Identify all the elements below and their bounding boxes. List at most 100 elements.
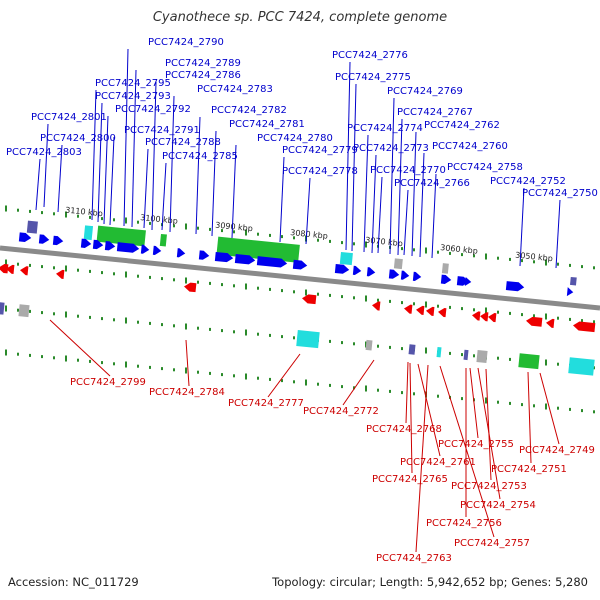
tick-mark bbox=[185, 323, 187, 330]
forward-feature-arrow bbox=[388, 269, 400, 279]
forward-feature-arrow bbox=[214, 251, 234, 263]
forward-label-leader bbox=[43, 123, 49, 208]
tick-mark bbox=[449, 305, 451, 309]
forward-gene-label: PCC7424_2758 bbox=[447, 162, 523, 173]
tick-mark bbox=[581, 409, 583, 413]
forward-feature-arrow bbox=[366, 267, 376, 277]
tick-mark bbox=[413, 248, 415, 252]
tick-mark bbox=[533, 404, 535, 408]
backbone-line bbox=[0, 245, 600, 311]
tick-mark bbox=[365, 385, 367, 392]
tick-mark bbox=[521, 313, 523, 317]
forward-gene-label: PCC7424_2792 bbox=[115, 104, 191, 115]
tick-mark bbox=[293, 236, 295, 240]
forward-feature-arrow bbox=[52, 235, 64, 246]
tick-mark bbox=[509, 357, 511, 361]
tick-mark bbox=[233, 374, 235, 378]
gc-block bbox=[26, 220, 38, 234]
tick-mark bbox=[269, 233, 271, 237]
tick-mark bbox=[497, 400, 499, 404]
tick-mark bbox=[269, 287, 271, 291]
tick-mark bbox=[557, 316, 559, 320]
forward-feature-arrow bbox=[566, 287, 574, 297]
forward-gene-label: PCC7424_2752 bbox=[490, 176, 566, 187]
forward-gene-label: PCC7424_2782 bbox=[211, 105, 287, 116]
gc-block bbox=[96, 225, 146, 247]
tick-mark bbox=[509, 311, 511, 315]
tick-mark bbox=[197, 226, 199, 230]
reverse-label-leader bbox=[539, 372, 560, 445]
gc-block bbox=[365, 339, 373, 351]
tick-mark bbox=[41, 311, 43, 315]
tick-mark bbox=[389, 389, 391, 393]
footer-summary: Topology: circular; Length: 5,942,652 bp… bbox=[272, 575, 588, 589]
tick-mark bbox=[449, 351, 451, 355]
reverse-label-leader bbox=[49, 319, 111, 377]
tick-mark bbox=[305, 289, 307, 296]
forward-label-leader bbox=[211, 130, 217, 237]
tick-mark bbox=[173, 324, 175, 328]
tick-mark bbox=[245, 229, 247, 236]
tick-mark bbox=[221, 373, 223, 377]
tick-mark bbox=[5, 305, 7, 312]
tick-mark bbox=[161, 323, 163, 327]
tick-mark bbox=[149, 275, 151, 279]
tick-mark bbox=[461, 253, 463, 257]
tick-mark bbox=[113, 362, 115, 366]
forward-label-leader bbox=[231, 144, 237, 239]
tick-mark bbox=[149, 221, 151, 225]
forward-feature-arrow bbox=[104, 240, 116, 251]
reverse-gene-label: PCC7424_2751 bbox=[491, 464, 567, 475]
tick-mark bbox=[173, 224, 175, 228]
forward-gene-label: PCC7424_2791 bbox=[124, 125, 200, 136]
tick-mark bbox=[185, 223, 187, 230]
tick-mark bbox=[125, 361, 127, 368]
tick-mark bbox=[437, 250, 439, 254]
tick-mark bbox=[377, 298, 379, 302]
tick-mark bbox=[329, 383, 331, 387]
reverse-label-leader bbox=[267, 353, 301, 398]
tick-mark bbox=[593, 366, 595, 370]
tick-mark bbox=[233, 330, 235, 334]
tick-mark bbox=[221, 229, 223, 233]
forward-gene-label: PCC7424_2793 bbox=[95, 91, 171, 102]
forward-feature-arrow bbox=[176, 248, 186, 258]
tick-mark bbox=[545, 313, 547, 320]
forward-label-leader bbox=[389, 97, 395, 255]
gene-labels: PCC7424_2803PCC7424_2801PCC7424_2800PCC7… bbox=[6, 37, 598, 564]
tick-mark bbox=[161, 367, 163, 371]
forward-label-leader bbox=[397, 118, 403, 256]
tick-mark bbox=[437, 304, 439, 308]
tick-mark bbox=[65, 311, 67, 318]
tick-mark bbox=[77, 268, 79, 272]
reverse-label-leader bbox=[439, 365, 495, 538]
tick-mark bbox=[353, 242, 355, 246]
forward-gene-label: PCC7424_2762 bbox=[424, 120, 500, 131]
reverse-feature-arrow bbox=[426, 306, 435, 316]
forward-gene-label: PCC7424_2800 bbox=[40, 133, 116, 144]
tick-mark bbox=[485, 307, 487, 314]
gc-block bbox=[568, 357, 595, 376]
tick-mark bbox=[89, 359, 91, 363]
tick-mark bbox=[461, 307, 463, 311]
forward-gene-label: PCC7424_2801 bbox=[31, 112, 107, 123]
tick-mark bbox=[293, 336, 295, 340]
tick-mark bbox=[401, 347, 403, 351]
tick-mark bbox=[257, 232, 259, 236]
tick-mark bbox=[113, 272, 115, 276]
forward-gene-label: PCC7424_2773 bbox=[353, 143, 429, 154]
tick-mark bbox=[557, 362, 559, 366]
tick-mark bbox=[17, 352, 19, 356]
tick-mark bbox=[305, 379, 307, 386]
tick-mark bbox=[341, 385, 343, 389]
forward-label-leader bbox=[371, 154, 377, 254]
forward-label-leader bbox=[305, 177, 311, 245]
tick-mark bbox=[377, 344, 379, 348]
forward-label-leader bbox=[57, 144, 63, 213]
tick-mark bbox=[389, 345, 391, 349]
tick-mark bbox=[5, 259, 7, 266]
gc-content-track bbox=[0, 220, 595, 376]
tick-mark bbox=[473, 308, 475, 312]
gc-block bbox=[436, 347, 442, 358]
tick-mark bbox=[137, 320, 139, 324]
